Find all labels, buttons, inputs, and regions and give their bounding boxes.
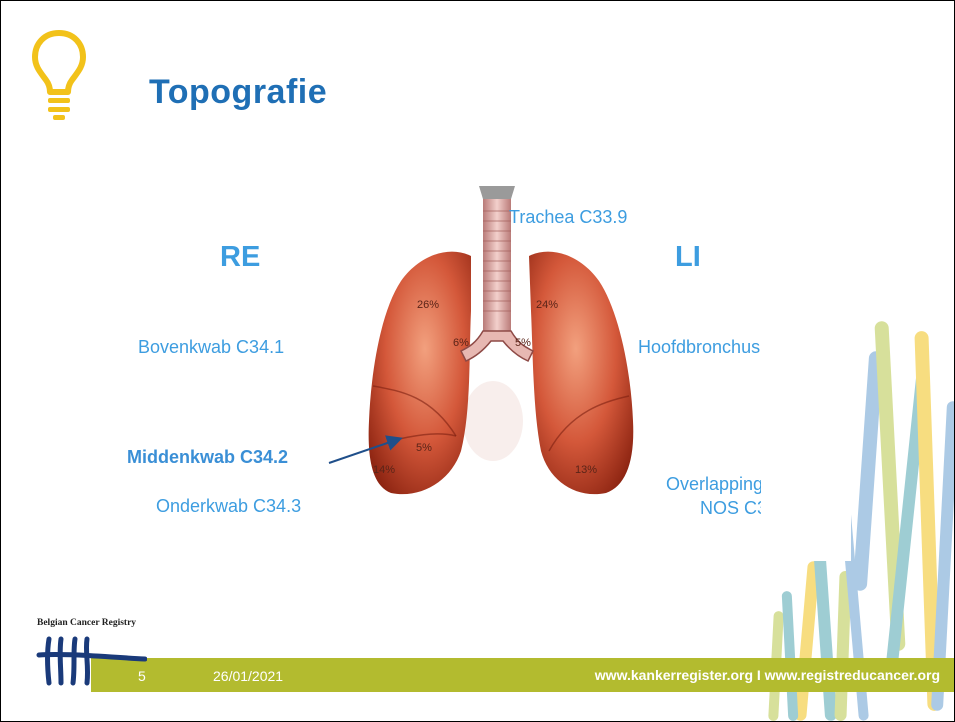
- footer-date: 26/01/2021: [213, 668, 283, 684]
- slide-title: Topografie: [149, 73, 327, 112]
- label-trachea: Trachea C33.9: [509, 207, 627, 228]
- pct-left-upper: 24%: [536, 299, 558, 311]
- left-side-label: LI: [675, 241, 701, 274]
- label-onderkwab: Onderkwab C34.3: [156, 496, 301, 517]
- pct-right-bronchus: 6%: [453, 337, 469, 349]
- pct-right-upper: 26%: [417, 299, 439, 311]
- label-middenkwab: Middenkwab C34.2: [127, 447, 288, 468]
- footer-urls: www.kankerregister.org I www.registreduc…: [595, 667, 940, 683]
- pct-right-middle: 5%: [416, 442, 432, 454]
- lightbulb-icon: [31, 29, 87, 123]
- pct-left-bronchus: 5%: [515, 337, 531, 349]
- middenkwab-arrow: [323, 431, 413, 471]
- belgian-cancer-registry-logo: [35, 631, 147, 691]
- pct-left-lower: 13%: [575, 464, 597, 476]
- label-bovenkwab: Bovenkwab C34.1: [138, 337, 284, 358]
- right-side-label: RE: [220, 241, 260, 274]
- organization-name: Belgian Cancer Registry: [37, 618, 136, 628]
